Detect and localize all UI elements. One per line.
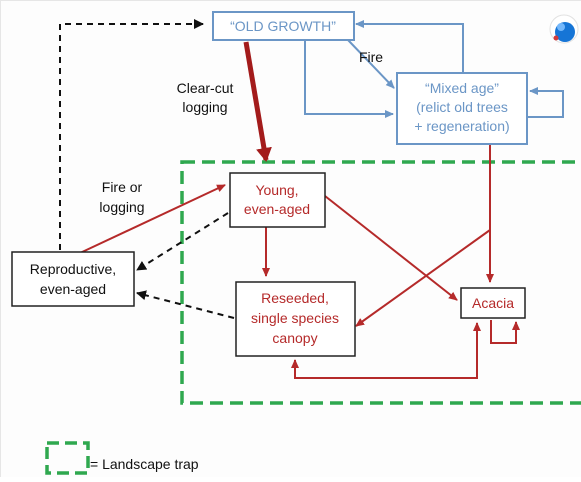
arrow-oldgrowth-fire-to-mixed (304, 40, 394, 118)
legend-swatch (45, 441, 90, 475)
arrow-mixed-to-reseeded (355, 229, 491, 327)
arrow-reseeded-to-reproductive (136, 290, 235, 319)
node-mixed-age-line3: + regeneration) (414, 118, 509, 134)
arrow-young-to-reproductive (136, 212, 229, 271)
node-young: Young, even-aged (229, 172, 326, 228)
node-acacia: Acacia (460, 287, 526, 319)
arrow-clear-cut-logging (243, 41, 272, 162)
arrow-reproductive-to-oldgrowth (59, 19, 204, 250)
node-mixed-age-line2: (relict old trees (416, 99, 508, 115)
arrow-oldgrowth-to-mixed (347, 39, 395, 89)
label-clear-cut-line1: Clear-cut (177, 80, 234, 96)
arrow-acacia-self-loop (490, 320, 520, 344)
label-fire-or-logging-line2: logging (99, 199, 144, 215)
node-old-growth-label: “OLD GROWTH” (230, 18, 336, 34)
node-acacia-label: Acacia (472, 295, 514, 311)
node-reproductive-line2: even-aged (40, 281, 106, 297)
node-reproductive-line1: Reproductive, (30, 261, 116, 277)
node-young-line1: Young, (255, 182, 298, 198)
node-reseeded: Reseeded, single species canopy (235, 281, 356, 357)
legend: = Landscape trap (45, 441, 199, 475)
label-fire-or-logging-line1: Fire or (102, 179, 143, 195)
node-reseeded-line2: single species (251, 310, 339, 326)
node-mixed-age-line1: “Mixed age” (425, 80, 499, 96)
node-reseeded-line1: Reseeded, (261, 290, 329, 306)
landscape-trap-region (180, 160, 581, 405)
arrow-mixed-self-loop (528, 87, 564, 118)
node-reproductive: Reproductive, even-aged (11, 251, 135, 307)
node-mixed-age: “Mixed age” (relict old trees + regenera… (396, 72, 528, 145)
node-old-growth: “OLD GROWTH” (212, 11, 355, 41)
arrow-reproductive-to-young (79, 184, 226, 254)
arrow-young-to-acacia (324, 195, 458, 301)
legend-label: = Landscape trap (90, 456, 199, 472)
corner-sphere-icon (549, 14, 579, 44)
label-clear-cut-line2: logging (182, 99, 227, 115)
node-young-line2: even-aged (244, 201, 310, 217)
node-reseeded-line3: canopy (272, 330, 317, 346)
arrow-mixed-to-oldgrowth (355, 20, 464, 73)
label-fire: Fire (359, 49, 383, 65)
